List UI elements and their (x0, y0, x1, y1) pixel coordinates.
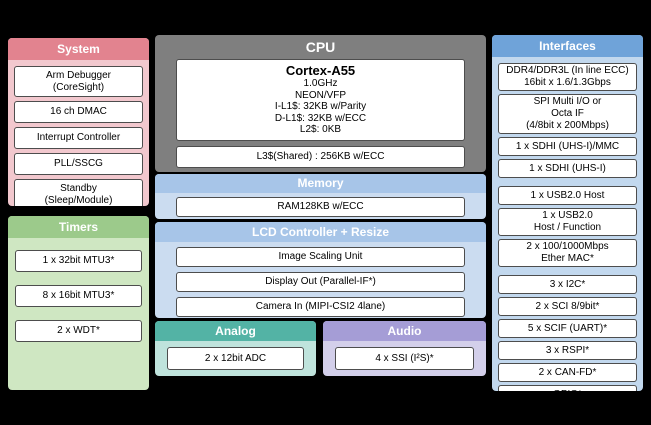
cpu-core-specs: 1.0GHz NEON/VFP I-L1$: 32KB w/Parity D-L… (274, 78, 367, 136)
analog-item-adc: 2 x 12bit ADC (167, 347, 304, 370)
cpu-core-box: Cortex-A55 1.0GHz NEON/VFP I-L1$: 32KB w… (176, 59, 465, 141)
cpu-core-name: Cortex-A55 (285, 63, 356, 78)
memory-header: Memory (155, 174, 486, 193)
interfaces-item-spi-octa: SPI Multi I/O or Octa IF (4/8bit x 200Mb… (498, 94, 637, 134)
cpu-block: CPU Cortex-A55 1.0GHz NEON/VFP I-L1$: 32… (155, 35, 486, 172)
interfaces-item-can-fd: 2 x CAN-FD* (498, 363, 637, 382)
memory-items: RAM128KB w/ECC (155, 193, 486, 217)
system-item-arm-debugger: Arm Debugger (CoreSight) (14, 66, 143, 97)
interfaces-item-ether-mac: 2 x 100/1000Mbps Ether MAC* (498, 239, 637, 267)
interfaces-items: DDR4/DDR3L (In line ECC) 16bit x 1.6/1.3… (492, 57, 643, 391)
timers-item-16bit-mtu3: 8 x 16bit MTU3* (15, 285, 142, 307)
lcd-items: Image Scaling Unit Display Out (Parallel… (155, 242, 486, 317)
system-item-pll-sscg: PLL/SSCG (14, 153, 143, 175)
system-item-standby: Standby (Sleep/Module) (14, 179, 143, 206)
lcd-controller-block: LCD Controller + Resize Image Scaling Un… (155, 222, 486, 318)
audio-items: 4 x SSI (I²S)* (323, 341, 486, 370)
interfaces-item-usb-host: 1 x USB2.0 Host (498, 186, 637, 205)
audio-header: Audio (323, 321, 486, 341)
cpu-header: CPU (305, 39, 336, 55)
lcd-item-display-out: Display Out (Parallel-IF*) (176, 272, 465, 292)
interfaces-group-serial: 3 x I2C* 2 x SCI 8/9bit* 5 x SCIF (UART)… (498, 275, 637, 391)
lcd-item-camera-in: Camera In (MIPI-CSI2 4lane) (176, 297, 465, 317)
audio-item-ssi: 4 x SSI (I²S)* (335, 347, 474, 370)
interfaces-item-sdhi-mmc: 1 x SDHI (UHS-I)/MMC (498, 137, 637, 156)
cpu-l3-cache: L3$(Shared) : 256KB w/ECC (176, 146, 465, 168)
interfaces-group-connectivity: 1 x USB2.0 Host 1 x USB2.0 Host / Functi… (498, 186, 637, 267)
system-items: Arm Debugger (CoreSight) 16 ch DMAC Inte… (8, 60, 149, 206)
timers-item-wdt: 2 x WDT* (15, 320, 142, 342)
memory-block: Memory RAM128KB w/ECC (155, 174, 486, 219)
timers-header: Timers (8, 216, 149, 238)
interfaces-item-scif: 5 x SCIF (UART)* (498, 319, 637, 338)
timers-block: Timers 1 x 32bit MTU3* 8 x 16bit MTU3* 2… (8, 216, 149, 390)
system-item-dmac: 16 ch DMAC (14, 101, 143, 123)
analog-header: Analog (155, 321, 316, 341)
memory-item-ram: RAM128KB w/ECC (176, 197, 465, 217)
interfaces-item-ddr: DDR4/DDR3L (In line ECC) 16bit x 1.6/1.3… (498, 63, 637, 91)
audio-block: Audio 4 x SSI (I²S)* (323, 321, 486, 376)
lcd-item-image-scaling-unit: Image Scaling Unit (176, 247, 465, 267)
system-header: System (8, 38, 149, 60)
system-item-interrupt-controller: Interrupt Controller (14, 127, 143, 149)
interfaces-item-sdhi: 1 x SDHI (UHS-I) (498, 159, 637, 178)
analog-block: Analog 2 x 12bit ADC (155, 321, 316, 376)
interfaces-item-usb-host-function: 1 x USB2.0 Host / Function (498, 208, 637, 236)
interfaces-item-sci: 2 x SCI 8/9bit* (498, 297, 637, 316)
interfaces-item-gpio: GPIO* (498, 385, 637, 391)
interfaces-header: Interfaces (492, 35, 643, 57)
lcd-controller-header: LCD Controller + Resize (155, 222, 486, 242)
interfaces-item-rspi: 3 x RSPI* (498, 341, 637, 360)
system-block: System Arm Debugger (CoreSight) 16 ch DM… (8, 38, 149, 206)
analog-items: 2 x 12bit ADC (155, 341, 316, 370)
timers-items: 1 x 32bit MTU3* 8 x 16bit MTU3* 2 x WDT* (8, 238, 149, 354)
timers-item-32bit-mtu3: 1 x 32bit MTU3* (15, 250, 142, 272)
interfaces-group-memory-storage: DDR4/DDR3L (In line ECC) 16bit x 1.6/1.3… (498, 63, 637, 178)
interfaces-block: Interfaces DDR4/DDR3L (In line ECC) 16bi… (492, 35, 643, 391)
interfaces-item-i2c: 3 x I2C* (498, 275, 637, 294)
